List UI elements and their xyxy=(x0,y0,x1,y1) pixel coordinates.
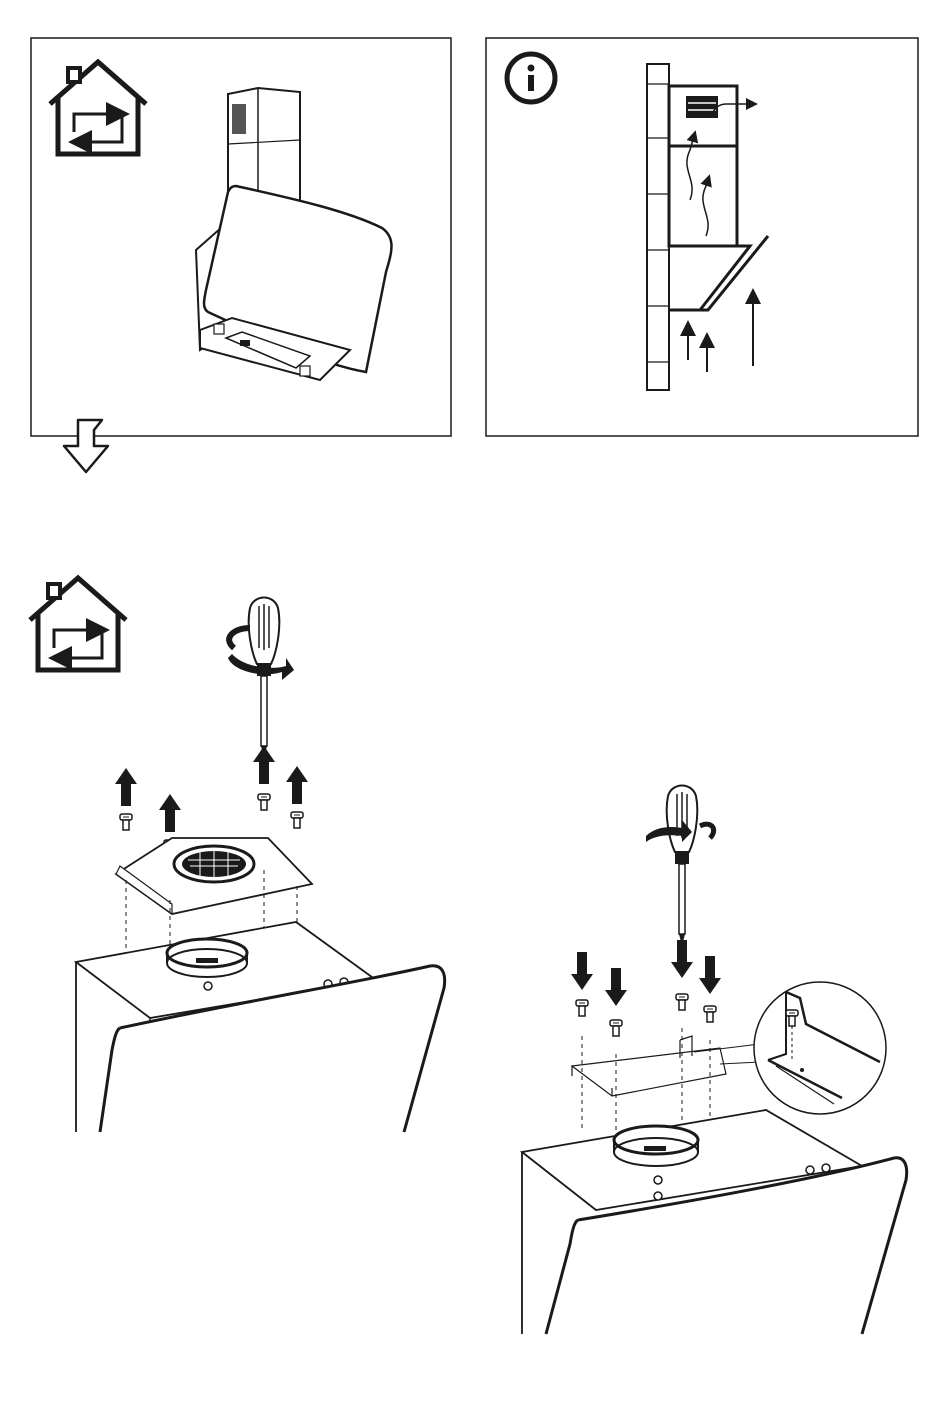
panel-information xyxy=(486,38,918,436)
hood-top xyxy=(522,1110,907,1334)
house-recirculation-icon xyxy=(30,578,126,670)
deflector-part xyxy=(116,838,312,914)
next-step-arrow-icon xyxy=(64,420,108,472)
bracket-part xyxy=(572,1036,726,1096)
cooker-hood-icon xyxy=(196,88,392,380)
screw-down-arrow-icon xyxy=(571,940,721,1036)
panel-remove-deflector xyxy=(30,578,445,1132)
info-icon xyxy=(507,54,555,102)
screwdriver-icon xyxy=(646,786,714,947)
bracket-detail-icon xyxy=(694,982,886,1114)
screwdriver-icon xyxy=(228,598,294,759)
hood-top xyxy=(76,922,445,1132)
panel-recirculation xyxy=(31,38,451,472)
panel-fit-bracket xyxy=(522,786,907,1335)
house-recirculation-icon xyxy=(50,62,146,154)
